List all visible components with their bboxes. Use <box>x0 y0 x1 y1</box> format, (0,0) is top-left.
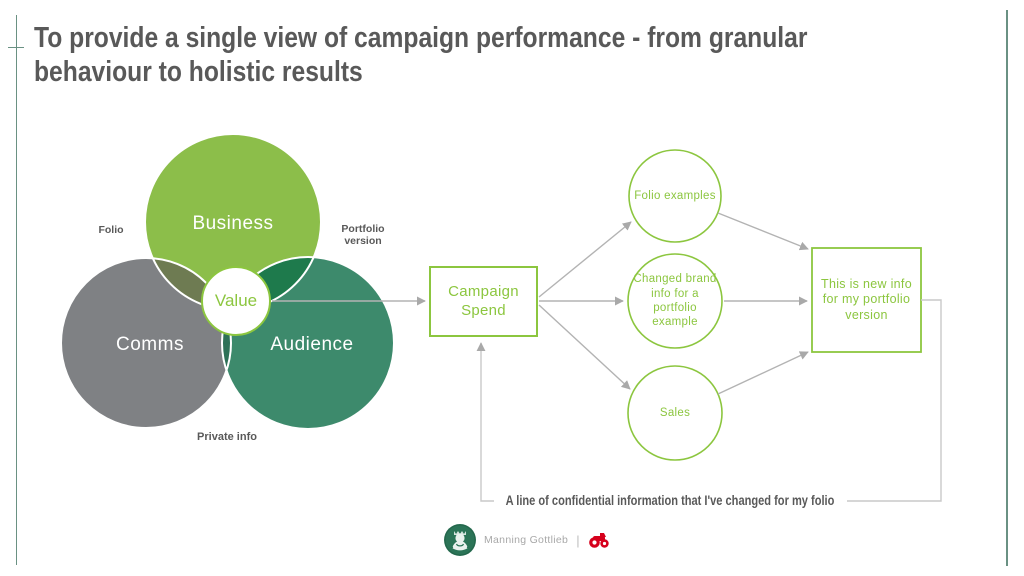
sales-text: Sales <box>659 406 691 419</box>
left-edge-rule <box>16 15 17 565</box>
changed-brand-label: Changed brand info for a portfolio examp… <box>630 255 720 347</box>
sales-to-result-arrow <box>717 351 809 395</box>
sales-circle <box>627 365 723 461</box>
omd-logo <box>588 533 609 548</box>
folio-to-result-arrow <box>717 212 809 251</box>
portfolio-note: Portfolio version <box>341 223 385 248</box>
result-box <box>811 247 922 353</box>
title-tick-mark <box>8 47 24 48</box>
campaign-spend-text: Campaign Spend <box>448 282 519 319</box>
spend-to-sales-arrow <box>538 304 631 390</box>
result-box-text: This is new info for my portfolio versio… <box>821 276 912 322</box>
audience-circle-edge <box>221 256 395 430</box>
comms-circle <box>61 258 231 428</box>
sales-label: Sales <box>630 367 720 459</box>
value-label: Value <box>214 291 258 310</box>
audience-label: Audience <box>270 334 354 355</box>
changed-brand-text: Changed brand info for a portfolio examp… <box>633 273 717 329</box>
spend-to-folio-arrow <box>538 221 632 298</box>
business-label: Business <box>192 213 274 234</box>
folio-examples-circle <box>628 149 722 243</box>
starbucks-siren-logo <box>444 524 476 556</box>
folio-note: Folio <box>98 224 124 236</box>
value-circle <box>201 266 271 336</box>
comms-circle-edge <box>60 257 232 429</box>
page-title: To provide a single view of campaign per… <box>34 22 808 88</box>
feedback-connector-left <box>476 342 494 502</box>
campaign-spend-box <box>429 266 538 337</box>
private-note: Private info <box>197 431 257 443</box>
footer: Manning Gottlieb | <box>444 524 611 556</box>
feedback-note: A line of confidential information that … <box>505 493 835 508</box>
feedback-connector-right <box>847 299 942 502</box>
right-edge-rule <box>1006 10 1008 566</box>
footer-separator: | <box>576 532 580 548</box>
folio-examples-text: Folio examples <box>634 189 716 202</box>
folio-examples-label: Folio examples <box>630 150 720 242</box>
campaign-spend-label: Campaign Spend <box>431 268 536 335</box>
footer-brand-text: Manning Gottlieb <box>484 534 569 546</box>
changed-brand-circle <box>627 253 723 349</box>
comms-label: Comms <box>116 334 184 355</box>
result-box-label: This is new info for my portfolio versio… <box>817 250 916 350</box>
